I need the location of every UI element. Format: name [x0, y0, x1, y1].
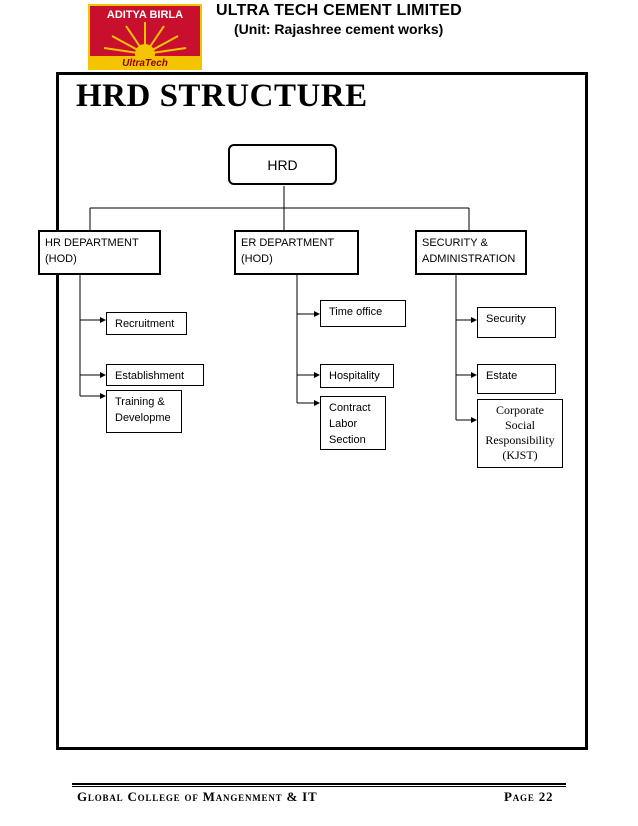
dept-hr: HR DEPARTMENT (HOD)	[38, 230, 161, 275]
page-heading: HRD STRUCTURE	[76, 78, 368, 114]
logo-sub-text: UltraTech	[122, 58, 168, 69]
dept-er-role: (HOD)	[241, 253, 273, 265]
footer-rule-bottom	[72, 786, 566, 787]
company-title: ULTRA TECH CEMENT LIMITED	[216, 2, 462, 19]
logo-brand-text: ADITYA BIRLA	[107, 9, 183, 21]
org-node-training: Training & Developme	[106, 390, 182, 433]
dept-er: ER DEPARTMENT (HOD)	[234, 230, 359, 275]
dept-security-role: ADMINISTRATION	[422, 253, 516, 265]
footer-college: Global College of Mangenment & IT	[77, 789, 318, 804]
org-root-hrd: HRD	[228, 144, 337, 185]
footer-rule-top	[72, 783, 566, 785]
org-node-establishment: Establishment	[106, 364, 204, 386]
org-node-recruitment: Recruitment	[106, 312, 187, 335]
dept-hr-role: (HOD)	[45, 253, 77, 265]
content-frame	[56, 72, 588, 750]
aditya-birla-ultratech-logo: ADITYA BIRLA UltraTech	[88, 4, 202, 70]
org-node-contract-labor: Contract Labor Section	[320, 396, 386, 450]
org-node-time-office: Time office	[320, 300, 406, 327]
org-node-csr: Corporate Social Responsibility (KJST)	[477, 399, 563, 468]
dept-er-name: ER DEPARTMENT	[241, 237, 335, 249]
org-node-hospitality: Hospitality	[320, 364, 394, 388]
footer-page-number: Page 22	[504, 789, 554, 804]
org-node-security: Security	[477, 307, 556, 338]
dept-security: SECURITY & ADMINISTRATION	[415, 230, 527, 275]
org-node-estate: Estate	[477, 364, 556, 394]
dept-security-name: SECURITY &	[422, 237, 488, 249]
dept-hr-name: HR DEPARTMENT	[45, 237, 139, 249]
company-unit: (Unit: Rajashree cement works)	[234, 21, 444, 37]
